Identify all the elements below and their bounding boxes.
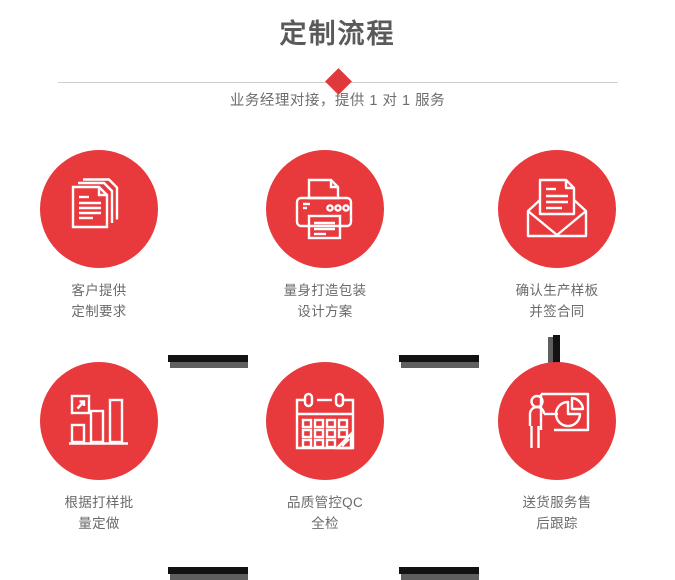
process-row-1: 客户提供 定制要求 xyxy=(0,150,675,368)
presentation-icon xyxy=(528,392,590,448)
step-icon-circle xyxy=(266,150,384,268)
step-label: 客户提供 定制要求 xyxy=(71,283,127,319)
step-icon-circle xyxy=(498,362,616,480)
connector-bar xyxy=(399,355,479,362)
divider xyxy=(58,68,618,95)
process-step-batch-production[interactable]: 根据打样批 量定做 xyxy=(19,362,179,552)
step-label: 量身打造包装 设计方案 xyxy=(283,283,367,319)
process-step-quality-control[interactable]: 品质管控QC 全检 xyxy=(245,362,405,552)
connector-bar xyxy=(553,335,560,369)
step-label: 送货服务售 后跟踪 xyxy=(522,495,592,531)
step-label: 确认生产样板 并签合同 xyxy=(515,283,599,319)
step-icon-circle xyxy=(40,150,158,268)
calendar-icon xyxy=(295,392,355,450)
page-title: 定制流程 xyxy=(279,19,396,49)
process-step-customer-request[interactable]: 客户提供 定制要求 xyxy=(19,150,179,340)
connector-arrow-1 xyxy=(168,355,248,368)
connector-shadow xyxy=(170,574,248,580)
bar-chart-icon xyxy=(69,394,128,445)
envelope-icon xyxy=(526,178,588,238)
connector-shadow xyxy=(401,362,479,368)
printer-icon xyxy=(295,178,353,240)
connector-arrow-2 xyxy=(399,355,479,368)
connector-bar xyxy=(399,567,479,574)
step-label: 根据打样批 量定做 xyxy=(64,495,134,531)
subtitle: 业务经理对接，提供 1 对 1 服务 xyxy=(229,93,446,109)
connector-shadow xyxy=(170,362,248,368)
process-step-packaging-design[interactable]: 量身打造包装 设计方案 xyxy=(245,150,405,340)
process-row-2: 根据打样批 量定做 xyxy=(0,362,675,580)
connector-arrow-4 xyxy=(399,567,479,580)
connector-shadow xyxy=(401,574,479,580)
connector-shadow xyxy=(548,337,553,369)
header: 定制流程 业务经理对接，提供 1 对 1 服务 xyxy=(0,0,675,130)
process-step-delivery-followup[interactable]: 送货服务售 后跟踪 xyxy=(477,362,637,552)
process-step-sample-contract[interactable]: 确认生产样板 并签合同 xyxy=(477,150,637,340)
connector-arrow-vertical xyxy=(548,335,561,369)
documents-icon xyxy=(71,178,119,229)
step-icon-circle xyxy=(40,362,158,480)
connector-arrow-3 xyxy=(168,567,248,580)
connector-bar xyxy=(168,355,248,362)
connector-bar xyxy=(168,567,248,574)
step-label: 品质管控QC 全检 xyxy=(286,495,364,531)
step-icon-circle xyxy=(498,150,616,268)
step-icon-circle xyxy=(266,362,384,480)
